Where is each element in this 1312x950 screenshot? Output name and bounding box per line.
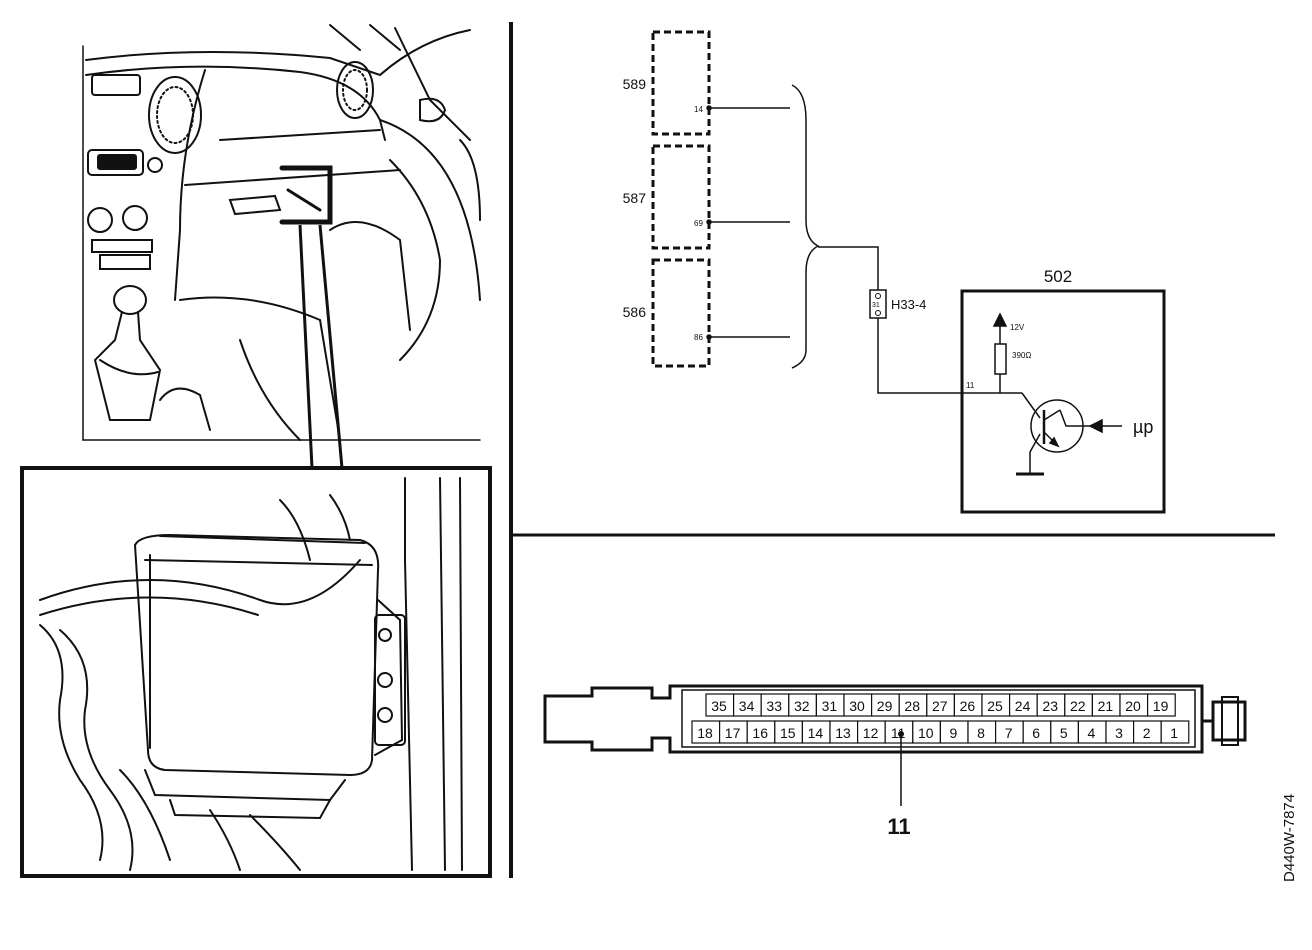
resistor-390 xyxy=(994,343,1007,375)
location-pointer xyxy=(298,224,344,469)
pin-number-32: 32 xyxy=(794,698,810,714)
pin-number-10: 10 xyxy=(918,725,934,741)
pin-number-29: 29 xyxy=(877,698,893,714)
output-arrow-icon xyxy=(1088,418,1103,434)
pin-number-17: 17 xyxy=(725,725,741,741)
ecu-detail-illustration xyxy=(39,477,463,871)
module-pin-label: 11 xyxy=(966,381,975,390)
pin-number-6: 6 xyxy=(1032,725,1040,741)
pin-number-31: 31 xyxy=(822,698,838,714)
supply-voltage-label: 12V xyxy=(1010,323,1025,332)
component-586-box xyxy=(651,258,711,368)
pin-number-22: 22 xyxy=(1070,698,1086,714)
component-586-label: 586 xyxy=(623,304,647,320)
component-589-box xyxy=(651,30,711,136)
component-589-label: 589 xyxy=(623,76,647,92)
ecu-detail-frame xyxy=(20,466,492,878)
figure-code: D440W-7874 xyxy=(1281,794,1298,882)
component-587-label: 587 xyxy=(623,190,647,206)
pin-number-3: 3 xyxy=(1115,725,1123,741)
supply-arrow-icon xyxy=(992,312,1008,327)
pin-number-26: 26 xyxy=(960,698,976,714)
pin-number-23: 23 xyxy=(1042,698,1058,714)
pin-number-5: 5 xyxy=(1060,725,1068,741)
wiring-schematic: 589 587 586 14 69 86 31 H33-4 502 xyxy=(623,30,1166,514)
module-502-box xyxy=(960,289,1166,514)
pin-cell-1 xyxy=(1160,720,1190,744)
pin-number-8: 8 xyxy=(977,725,985,741)
pin-number-25: 25 xyxy=(987,698,1003,714)
pin-number-33: 33 xyxy=(766,698,782,714)
pin-11-marker xyxy=(898,731,904,737)
pin-number-20: 20 xyxy=(1125,698,1141,714)
pin-number-7: 7 xyxy=(1005,725,1013,741)
pin-cell-19 xyxy=(1146,693,1176,717)
pin-number-18: 18 xyxy=(697,725,713,741)
pin-number-28: 28 xyxy=(904,698,920,714)
pin-11-callout-label: 11 xyxy=(887,814,910,839)
wire-to-502 xyxy=(877,318,1000,394)
pin-row-bottom: 181716151413121110987654321 xyxy=(691,720,1190,744)
pin-number-9: 9 xyxy=(950,725,958,741)
h33-connector xyxy=(869,289,887,319)
pin-row-top: 35 34 33 32 31 30 29 28 27 26 25 24 23 22 21 20 19 xyxy=(705,693,1176,717)
component-586-pin: 86 xyxy=(694,333,703,342)
pin-number-14: 14 xyxy=(808,725,824,741)
microprocessor-label: µp xyxy=(1133,417,1153,437)
pin-number-16: 16 xyxy=(752,725,768,741)
component-587-box xyxy=(651,144,711,250)
component-587-pin: 69 xyxy=(694,219,703,228)
pin-number-35: 35 xyxy=(711,698,727,714)
component-589-pin: 14 xyxy=(694,105,703,114)
resistor-value-label: 390Ω xyxy=(1012,351,1031,360)
wire-to-h33 xyxy=(818,246,879,290)
pin-number-34: 34 xyxy=(739,698,755,714)
pin-number-30: 30 xyxy=(849,698,865,714)
dashboard-illustration xyxy=(82,24,481,441)
pin-number-21: 21 xyxy=(1098,698,1114,714)
connector-latch xyxy=(1211,700,1247,742)
pin-number-27: 27 xyxy=(932,698,948,714)
pin-number-13: 13 xyxy=(835,725,851,741)
pin-number-24: 24 xyxy=(1015,698,1031,714)
pin-number-4: 4 xyxy=(1088,725,1096,741)
pin-number-2: 2 xyxy=(1143,725,1151,741)
module-502-label: 502 xyxy=(1044,267,1072,286)
pin-number-1: 1 xyxy=(1170,725,1178,741)
h33-connector-label: H33-4 xyxy=(891,297,926,312)
pin-number-15: 15 xyxy=(780,725,796,741)
panel-dividers xyxy=(509,22,1275,878)
pin-number-12: 12 xyxy=(863,725,879,741)
alternative-brace xyxy=(791,84,820,369)
h33-pin-label: 31 xyxy=(872,302,880,309)
pin-number-19: 19 xyxy=(1153,698,1169,714)
